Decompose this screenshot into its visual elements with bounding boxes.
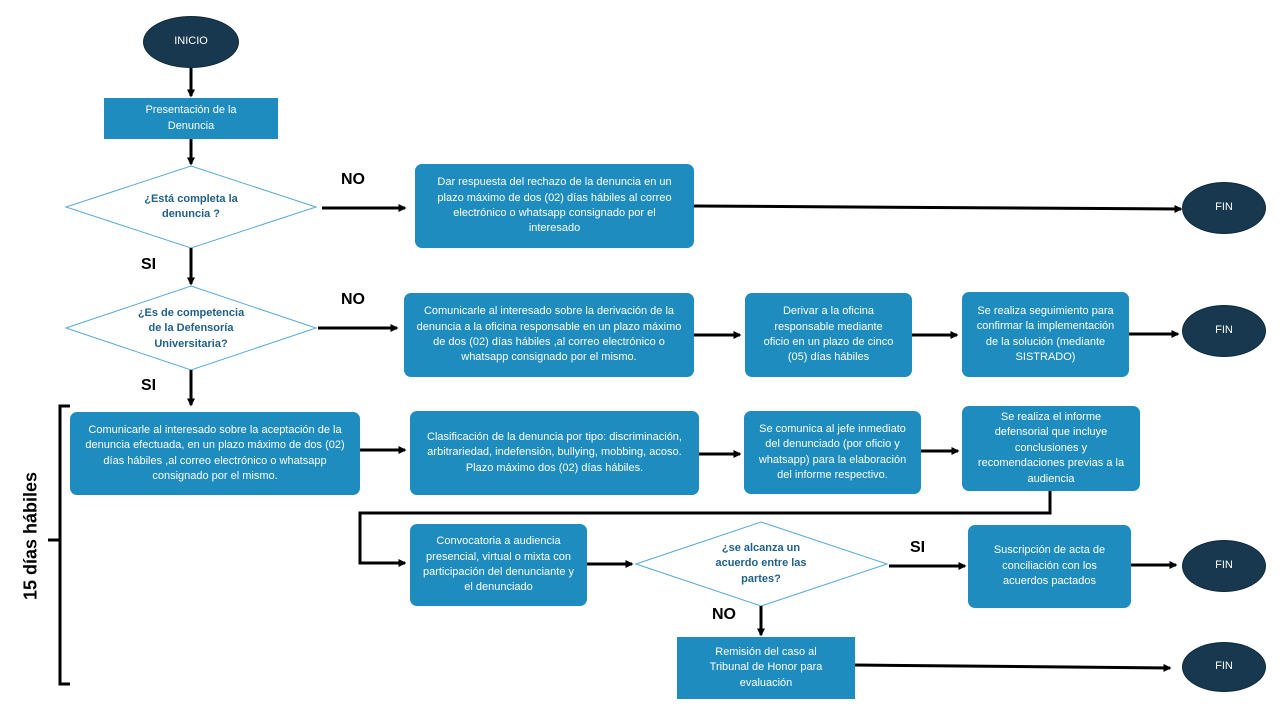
- seguimiento-box: Se realiza seguimiento para confirmar la…: [962, 292, 1129, 377]
- side-label-15-dias: 15 días hábiles: [20, 471, 41, 601]
- label-si-2: SI: [141, 377, 157, 394]
- label-no-3: NO: [712, 606, 736, 623]
- end-terminal-3: FIN: [1182, 540, 1266, 592]
- derivar-oficina-box: Derivar a la oficina responsable mediant…: [745, 293, 912, 377]
- label-si-1: SI: [141, 256, 157, 273]
- decision-completa-text: ¿Está completa la denuncia ?: [144, 192, 238, 220]
- label-no-2: NO: [341, 291, 365, 308]
- suscripcion-box: Suscripción de acta de conciliación con …: [968, 525, 1131, 608]
- convocatoria-box: Convocatoria a audiencia presencial, vir…: [410, 524, 587, 606]
- end-terminal-1: FIN: [1182, 182, 1266, 234]
- arrow-rechazo-fin: [693, 204, 1183, 213]
- arrow-remision-fin: [854, 663, 1172, 672]
- arrow-informe-convocatoria: [358, 491, 1052, 567]
- remision-box: Remisión del caso al Tribunal de Honor p…: [677, 637, 855, 699]
- rechazo-box: Dar respuesta del rechazo de la denuncia…: [415, 164, 694, 248]
- start-terminal: INICIO: [143, 16, 239, 68]
- label-si-3: SI: [910, 539, 926, 556]
- aceptacion-box: Comunicarle al interesado sobre la acept…: [70, 412, 360, 495]
- end-terminal-2: FIN: [1182, 305, 1266, 357]
- decision-competencia-text: ¿Es de competencia de la Defensoría Univ…: [137, 306, 245, 350]
- presentacion-box: Presentación de la Denuncia: [104, 98, 278, 139]
- clasificacion-box: Clasificación de la denuncia por tipo: d…: [410, 411, 699, 495]
- left-bracket: [48, 404, 70, 686]
- comunica-jefe-box: Se comunica al jefe inmediato del denunc…: [744, 411, 921, 494]
- decision-acuerdo-text: ¿se alcanza un acuerdo entre las partes?: [715, 541, 807, 585]
- end-terminal-4: FIN: [1182, 642, 1266, 692]
- label-no-1: NO: [341, 171, 365, 188]
- derivacion-box: Comunicarle al interesado sobre la deriv…: [404, 293, 694, 377]
- informe-box: Se realiza el informe defensorial que in…: [962, 406, 1140, 491]
